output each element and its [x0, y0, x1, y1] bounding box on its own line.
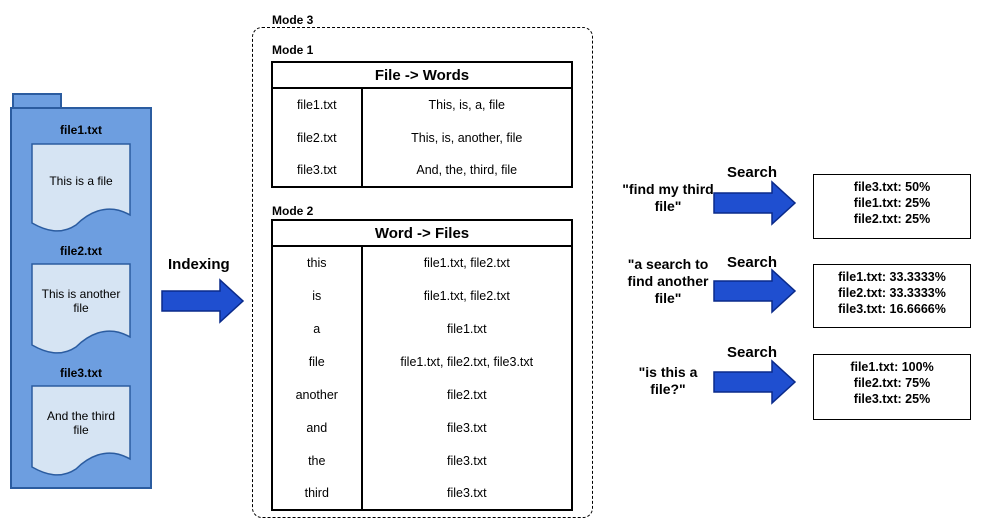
result-line: file1.txt: 33.3333%: [838, 270, 946, 284]
mode2-key: the: [271, 444, 363, 477]
mode2-label: Mode 2: [272, 204, 314, 218]
mode2-value: file2.txt: [360, 378, 574, 411]
mode2-value: file3.txt: [360, 444, 574, 477]
search-result-3: file1.txt: 100% file2.txt: 75% file3.txt…: [813, 354, 971, 420]
search-query-2: "a search to find another file": [627, 256, 709, 306]
mode2-key: third: [271, 477, 363, 511]
result-line: file3.txt: 25%: [853, 392, 931, 406]
search-label-3: Search: [727, 344, 778, 361]
search-result-2: file1.txt: 33.3333% file2.txt: 33.3333% …: [813, 264, 971, 328]
mode3-container: [252, 27, 593, 518]
search-label-1: Search: [727, 164, 778, 181]
result-line: file2.txt: 25%: [853, 212, 931, 226]
mode1-value: This, is, another, file: [360, 121, 574, 154]
indexing-arrow-icon: [161, 278, 245, 324]
result-line: file3.txt: 50%: [853, 180, 931, 194]
file3-name: file3.txt: [59, 366, 102, 380]
search-arrow-icon: [713, 359, 797, 405]
mode2-key: file: [271, 345, 363, 378]
file2-content: This is another file: [41, 287, 121, 315]
result-line: file3.txt: 16.6666%: [838, 302, 946, 316]
indexing-label: Indexing: [168, 256, 230, 273]
result-line: file1.txt: 100%: [850, 360, 934, 374]
mode2-value: file1.txt: [360, 312, 574, 345]
search-result-1: file3.txt: 50% file1.txt: 25% file2.txt:…: [813, 174, 971, 239]
mode2-header: Word -> Files: [271, 219, 573, 247]
mode2-value: file1.txt, file2.txt: [360, 246, 574, 279]
result-line: file1.txt: 25%: [853, 196, 931, 210]
search-query-1: "find my third file": [622, 181, 714, 214]
mode2-key: another: [271, 378, 363, 411]
file3-content: And the third file: [46, 409, 116, 437]
result-line: file2.txt: 33.3333%: [838, 286, 946, 300]
mode2-value: file1.txt, file2.txt: [360, 279, 574, 312]
file1-name: file1.txt: [59, 123, 102, 137]
mode1-value: This, is, a, file: [360, 88, 574, 121]
mode2-key: this: [271, 246, 363, 279]
mode1-key: file3.txt: [271, 154, 363, 188]
file2-name: file2.txt: [59, 244, 102, 258]
mode2-value: file3.txt: [360, 477, 574, 511]
result-line: file2.txt: 75%: [853, 376, 931, 390]
search-arrow-icon: [713, 180, 797, 226]
file1-content: This is a file: [49, 174, 113, 188]
search-label-2: Search: [727, 254, 778, 271]
mode2-value: file3.txt: [360, 411, 574, 444]
mode1-value: And, the, third, file: [360, 154, 574, 188]
file3-document: And the third file: [31, 385, 131, 478]
mode2-key: a: [271, 312, 363, 345]
search-query-3: "is this a file?": [638, 364, 698, 397]
file2-document: This is another file: [31, 263, 131, 356]
mode1-header: File -> Words: [271, 61, 573, 89]
mode2-key: is: [271, 279, 363, 312]
search-arrow-icon: [713, 268, 797, 314]
mode1-key: file2.txt: [271, 121, 363, 154]
folder-tab: [12, 93, 62, 109]
mode1-key: file1.txt: [271, 88, 363, 121]
mode2-value: file1.txt, file2.txt, file3.txt: [360, 345, 574, 378]
mode3-label: Mode 3: [272, 13, 314, 27]
mode1-label: Mode 1: [272, 43, 314, 57]
file1-document: This is a file: [31, 143, 131, 233]
mode2-key: and: [271, 411, 363, 444]
